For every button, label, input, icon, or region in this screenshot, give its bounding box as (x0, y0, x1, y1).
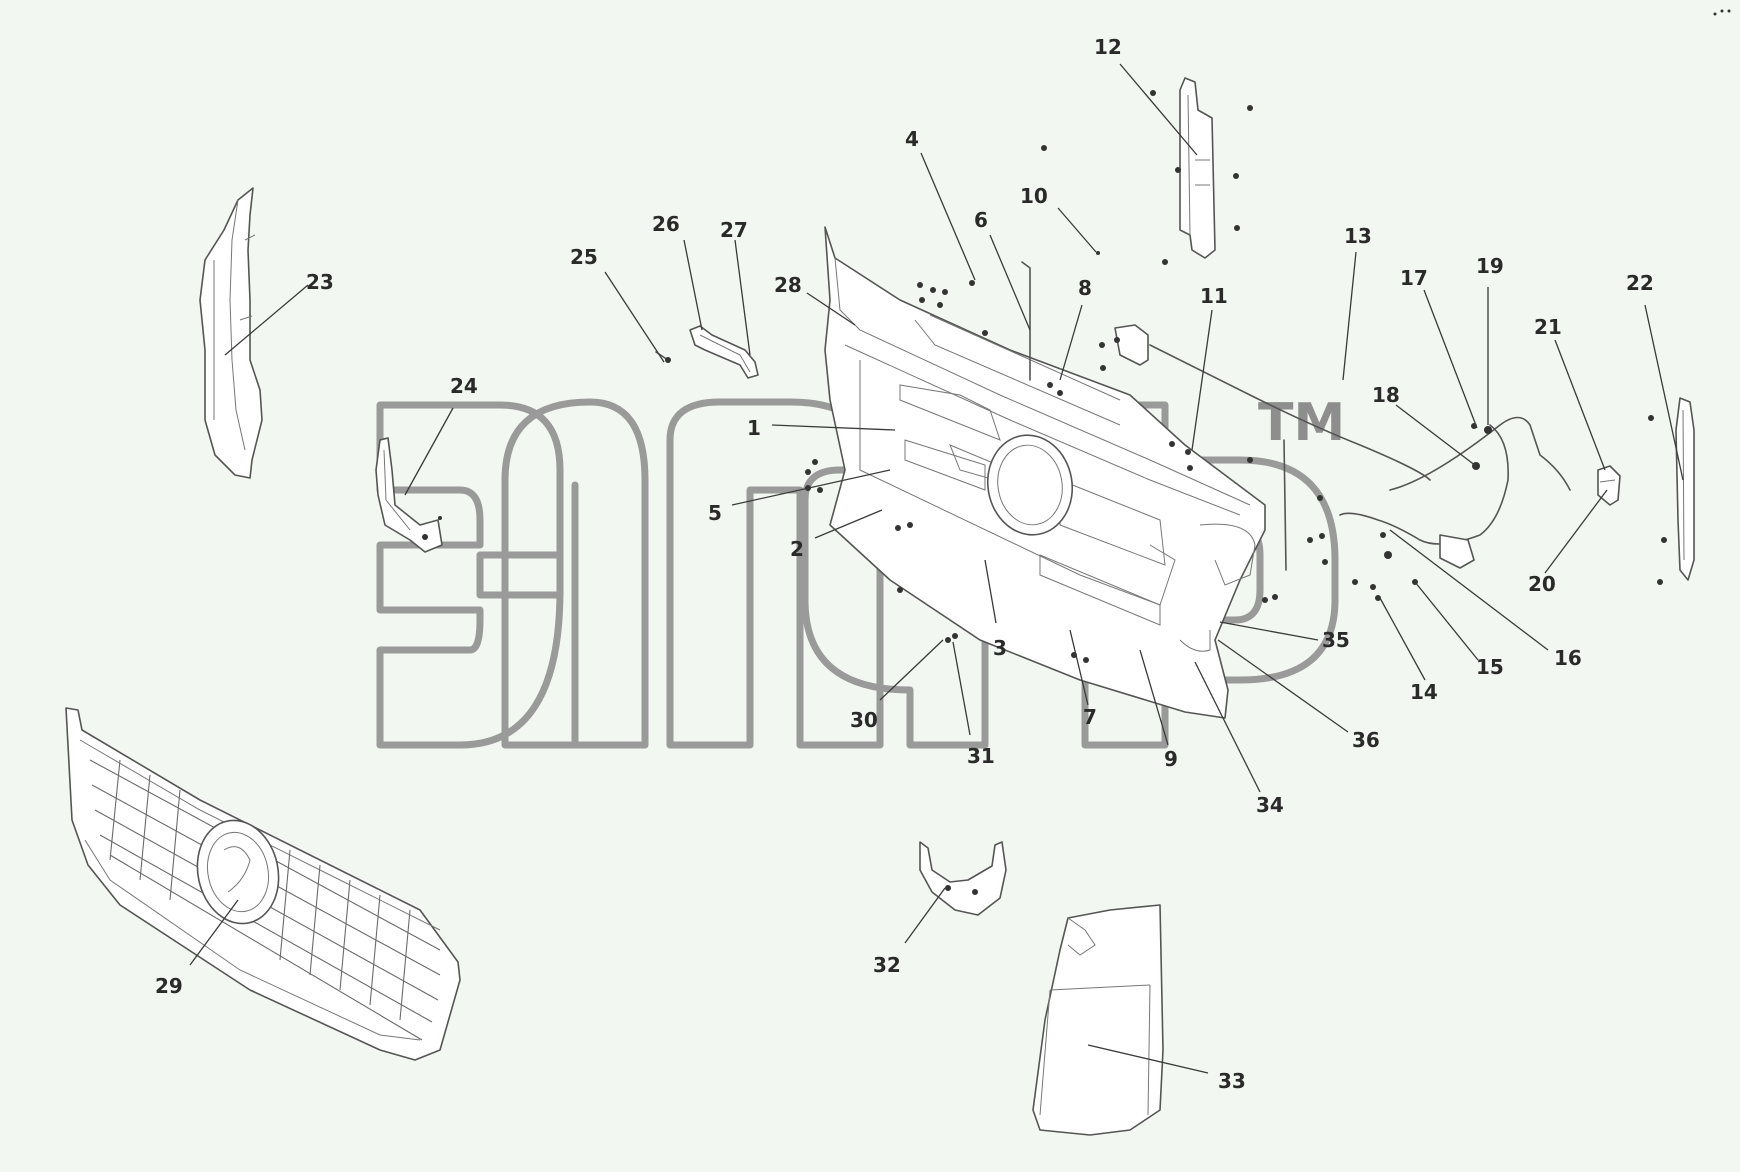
callout-16: 16 (1554, 646, 1582, 670)
callout-21: 21 (1534, 315, 1562, 339)
callout-33: 33 (1218, 1069, 1246, 1093)
callout-36: 36 (1352, 728, 1380, 752)
callout-8: 8 (1078, 276, 1092, 300)
callout-35: 35 (1322, 628, 1350, 652)
callout-12: 12 (1094, 35, 1122, 59)
callout-4: 4 (905, 127, 919, 151)
callout-34: 34 (1256, 793, 1284, 817)
callout-25: 25 (570, 245, 598, 269)
callout-18: 18 (1372, 383, 1400, 407)
callout-27: 27 (720, 218, 748, 242)
callout-5: 5 (708, 501, 722, 525)
part-33-corner-trim (1032, 904, 1164, 1136)
callout-13: 13 (1344, 224, 1372, 248)
callout-29: 29 (155, 974, 183, 998)
leader-lines (189, 63, 1684, 1074)
callout-9: 9 (1164, 747, 1178, 771)
callout-17: 17 (1400, 266, 1428, 290)
callout-20: 20 (1528, 572, 1556, 596)
callout-26: 26 (652, 212, 680, 236)
part-12-bracket (1150, 77, 1253, 265)
fasteners (805, 145, 1492, 663)
part-32-bracket (919, 841, 1007, 916)
watermark-tm: TM (1258, 393, 1345, 453)
callout-24: 24 (450, 374, 478, 398)
part-24-bracket (375, 437, 443, 553)
part-22-bracket (1648, 397, 1695, 585)
callout-23: 23 (306, 270, 334, 294)
corner-mark (1713, 9, 1731, 16)
callout-2: 2 (790, 537, 804, 561)
part-29-grille (65, 707, 461, 1061)
callout-15: 15 (1476, 655, 1504, 679)
callout-10: 10 (1020, 184, 1048, 208)
cable-assembly (1099, 324, 1571, 569)
callout-28: 28 (774, 273, 802, 297)
callout-32: 32 (873, 953, 901, 977)
front-panel (824, 226, 1266, 719)
callout-1: 1 (747, 416, 761, 440)
part-20-21-lock (1597, 465, 1621, 506)
callout-30: 30 (850, 708, 878, 732)
part-26-27-handle (689, 325, 759, 379)
callout-6: 6 (974, 208, 988, 232)
callout-11: 11 (1200, 284, 1228, 308)
callout-14: 14 (1410, 680, 1438, 704)
callout-labels: 1 2 3 4 5 6 7 8 9 10 11 12 13 14 15 16 1… (155, 35, 1654, 1093)
callout-7: 7 (1083, 705, 1097, 729)
part-23-side-trim (199, 187, 263, 479)
part-6-rod (1021, 261, 1287, 571)
callout-31: 31 (967, 744, 995, 768)
callout-19: 19 (1476, 254, 1504, 278)
callout-3: 3 (993, 636, 1007, 660)
callout-22: 22 (1626, 271, 1654, 295)
